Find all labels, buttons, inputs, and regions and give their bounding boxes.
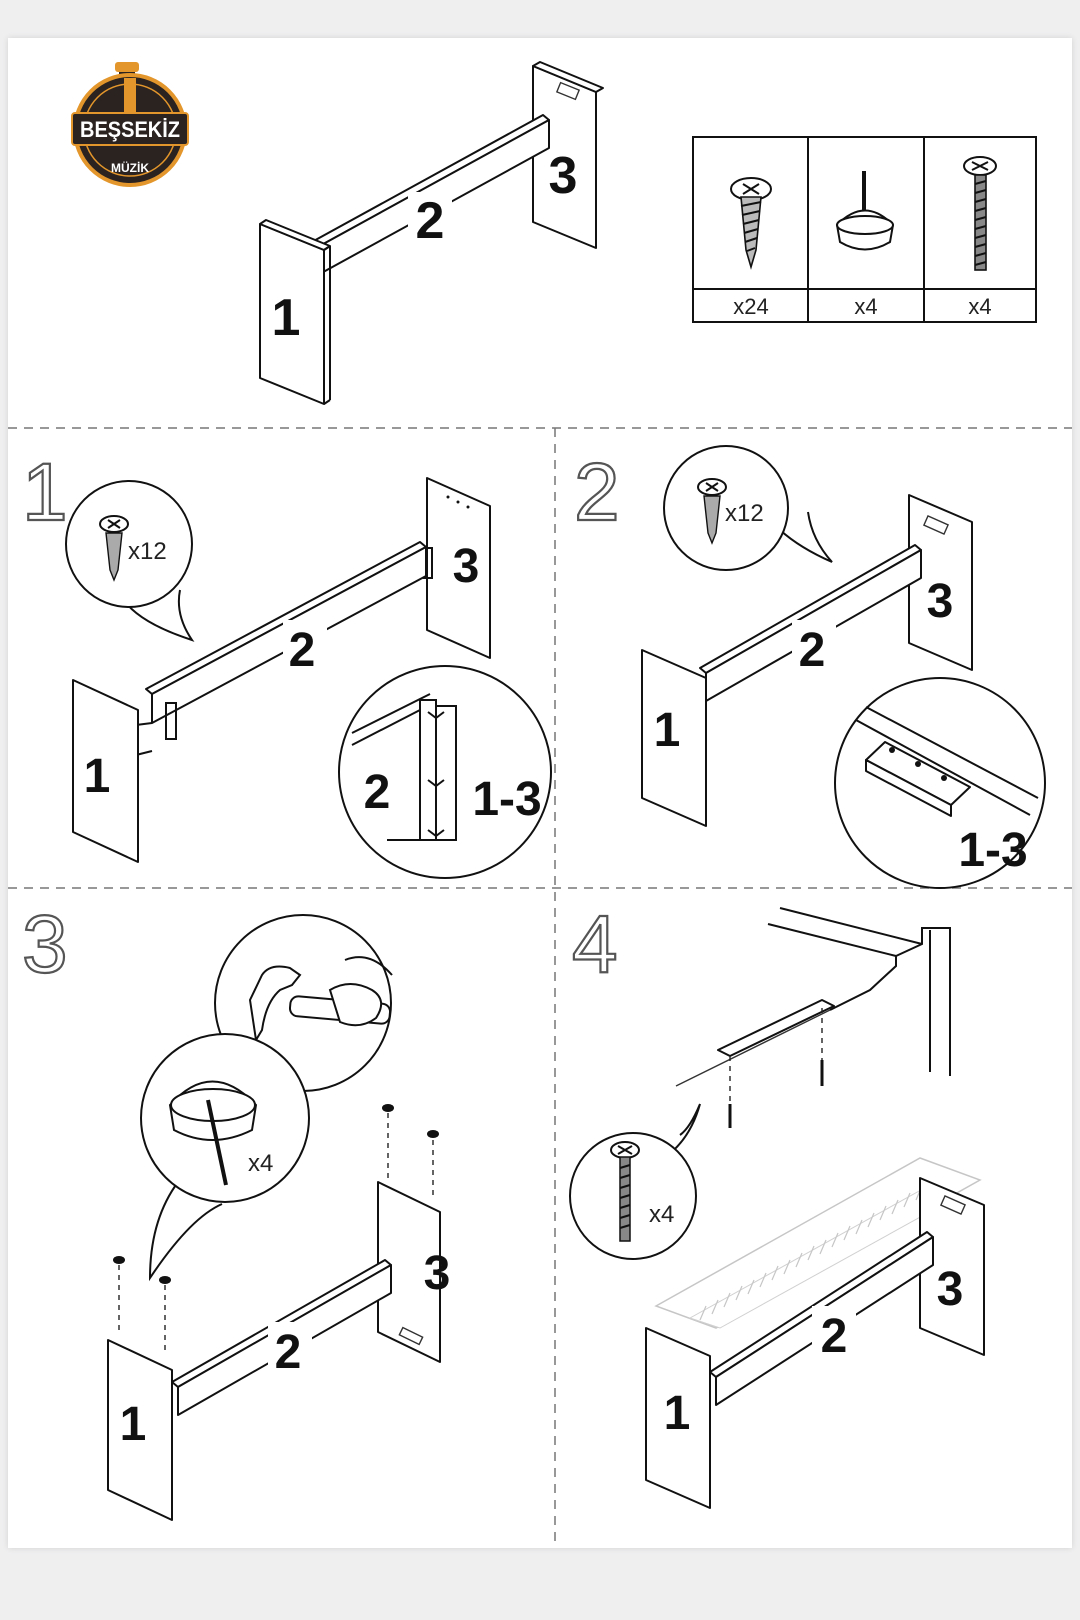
step-4: 4 x4 — [569, 898, 985, 1509]
step-2-number: 2 — [574, 447, 620, 538]
step-3-label-3: 3 — [424, 1247, 451, 1300]
step-1-panel-3 — [426, 477, 491, 659]
machine-bolt-icon — [963, 156, 997, 271]
step-3: 3 x4 — [21, 898, 451, 1521]
wood-screw-icon — [730, 177, 772, 270]
step-2-label-2: 2 — [799, 624, 826, 677]
step-1-screw-callout — [65, 480, 193, 608]
step-1-number: 1 — [22, 447, 68, 538]
step-2-screw-callout — [663, 445, 789, 571]
qty-machine-bolt: x4 — [968, 294, 991, 319]
step-4-label-1: 1 — [664, 1387, 691, 1440]
overview-frame: 1 2 3 — [259, 61, 604, 405]
step-4-panel-1 — [645, 1327, 711, 1509]
step-1-label-2: 2 — [289, 624, 316, 677]
step-3-number: 3 — [22, 899, 68, 990]
logo-brand-text: BEŞSEKİZ — [80, 117, 180, 142]
step-2-label-1: 1 — [654, 704, 681, 757]
step-2-panel-3 — [908, 494, 973, 671]
step-2-panel-1 — [641, 649, 707, 827]
step-1-label-3: 3 — [453, 540, 480, 593]
qty-nail-glide: x4 — [854, 294, 877, 319]
step-4-bolt-callout — [569, 1132, 697, 1260]
step-1-qty: x12 — [128, 538, 167, 565]
step-4-number: 4 — [572, 899, 618, 990]
qty-wood-screw: x24 — [733, 294, 768, 319]
step-1-detail-label-1-3: 1-3 — [472, 773, 541, 826]
screw-icon — [697, 478, 727, 545]
step-2-detail-label-1-3: 1-3 — [958, 824, 1027, 877]
step-3-label-2: 2 — [275, 1326, 302, 1379]
brand-logo: BEŞSEKİZ MÜZİK — [71, 62, 189, 187]
nail-glide-icon — [835, 171, 895, 251]
step-2-label-3: 3 — [927, 575, 954, 628]
glide-markers — [113, 1104, 439, 1350]
section-dividers — [8, 427, 1072, 1548]
machine-bolt-icon — [610, 1141, 640, 1242]
screw-icon — [99, 515, 129, 582]
step-4-label-3: 3 — [937, 1263, 964, 1316]
step-1-panel-1 — [72, 679, 139, 863]
step-3-panel-1 — [107, 1339, 173, 1521]
step-2-qty: x12 — [725, 500, 764, 527]
step-1-label-1: 1 — [84, 750, 111, 803]
overview-label-3: 3 — [549, 147, 578, 205]
logo-sub-text: MÜZİK — [111, 160, 149, 175]
overview-label-1: 1 — [272, 289, 301, 347]
step-3-qty: x4 — [248, 1150, 273, 1177]
hardware-table: x24 x4 x4 — [692, 136, 1037, 323]
step-1-detail-label-2: 2 — [364, 766, 391, 819]
ghost-piano — [654, 1157, 982, 1329]
step-4-panel-3 — [919, 1177, 985, 1356]
step-3-label-1: 1 — [120, 1398, 147, 1451]
piano-underside — [675, 907, 951, 1087]
step-4-qty: x4 — [649, 1201, 674, 1228]
step-2: 2 x12 1 2 3 1-3 — [573, 445, 1046, 889]
step-1: 1 x12 1 2 3 2 1-3 — [21, 446, 552, 879]
nail-glide-icon — [168, 1080, 258, 1186]
overview-label-2: 2 — [416, 192, 445, 250]
step-4-label-2: 2 — [821, 1310, 848, 1363]
hammer-icon — [248, 956, 393, 1043]
